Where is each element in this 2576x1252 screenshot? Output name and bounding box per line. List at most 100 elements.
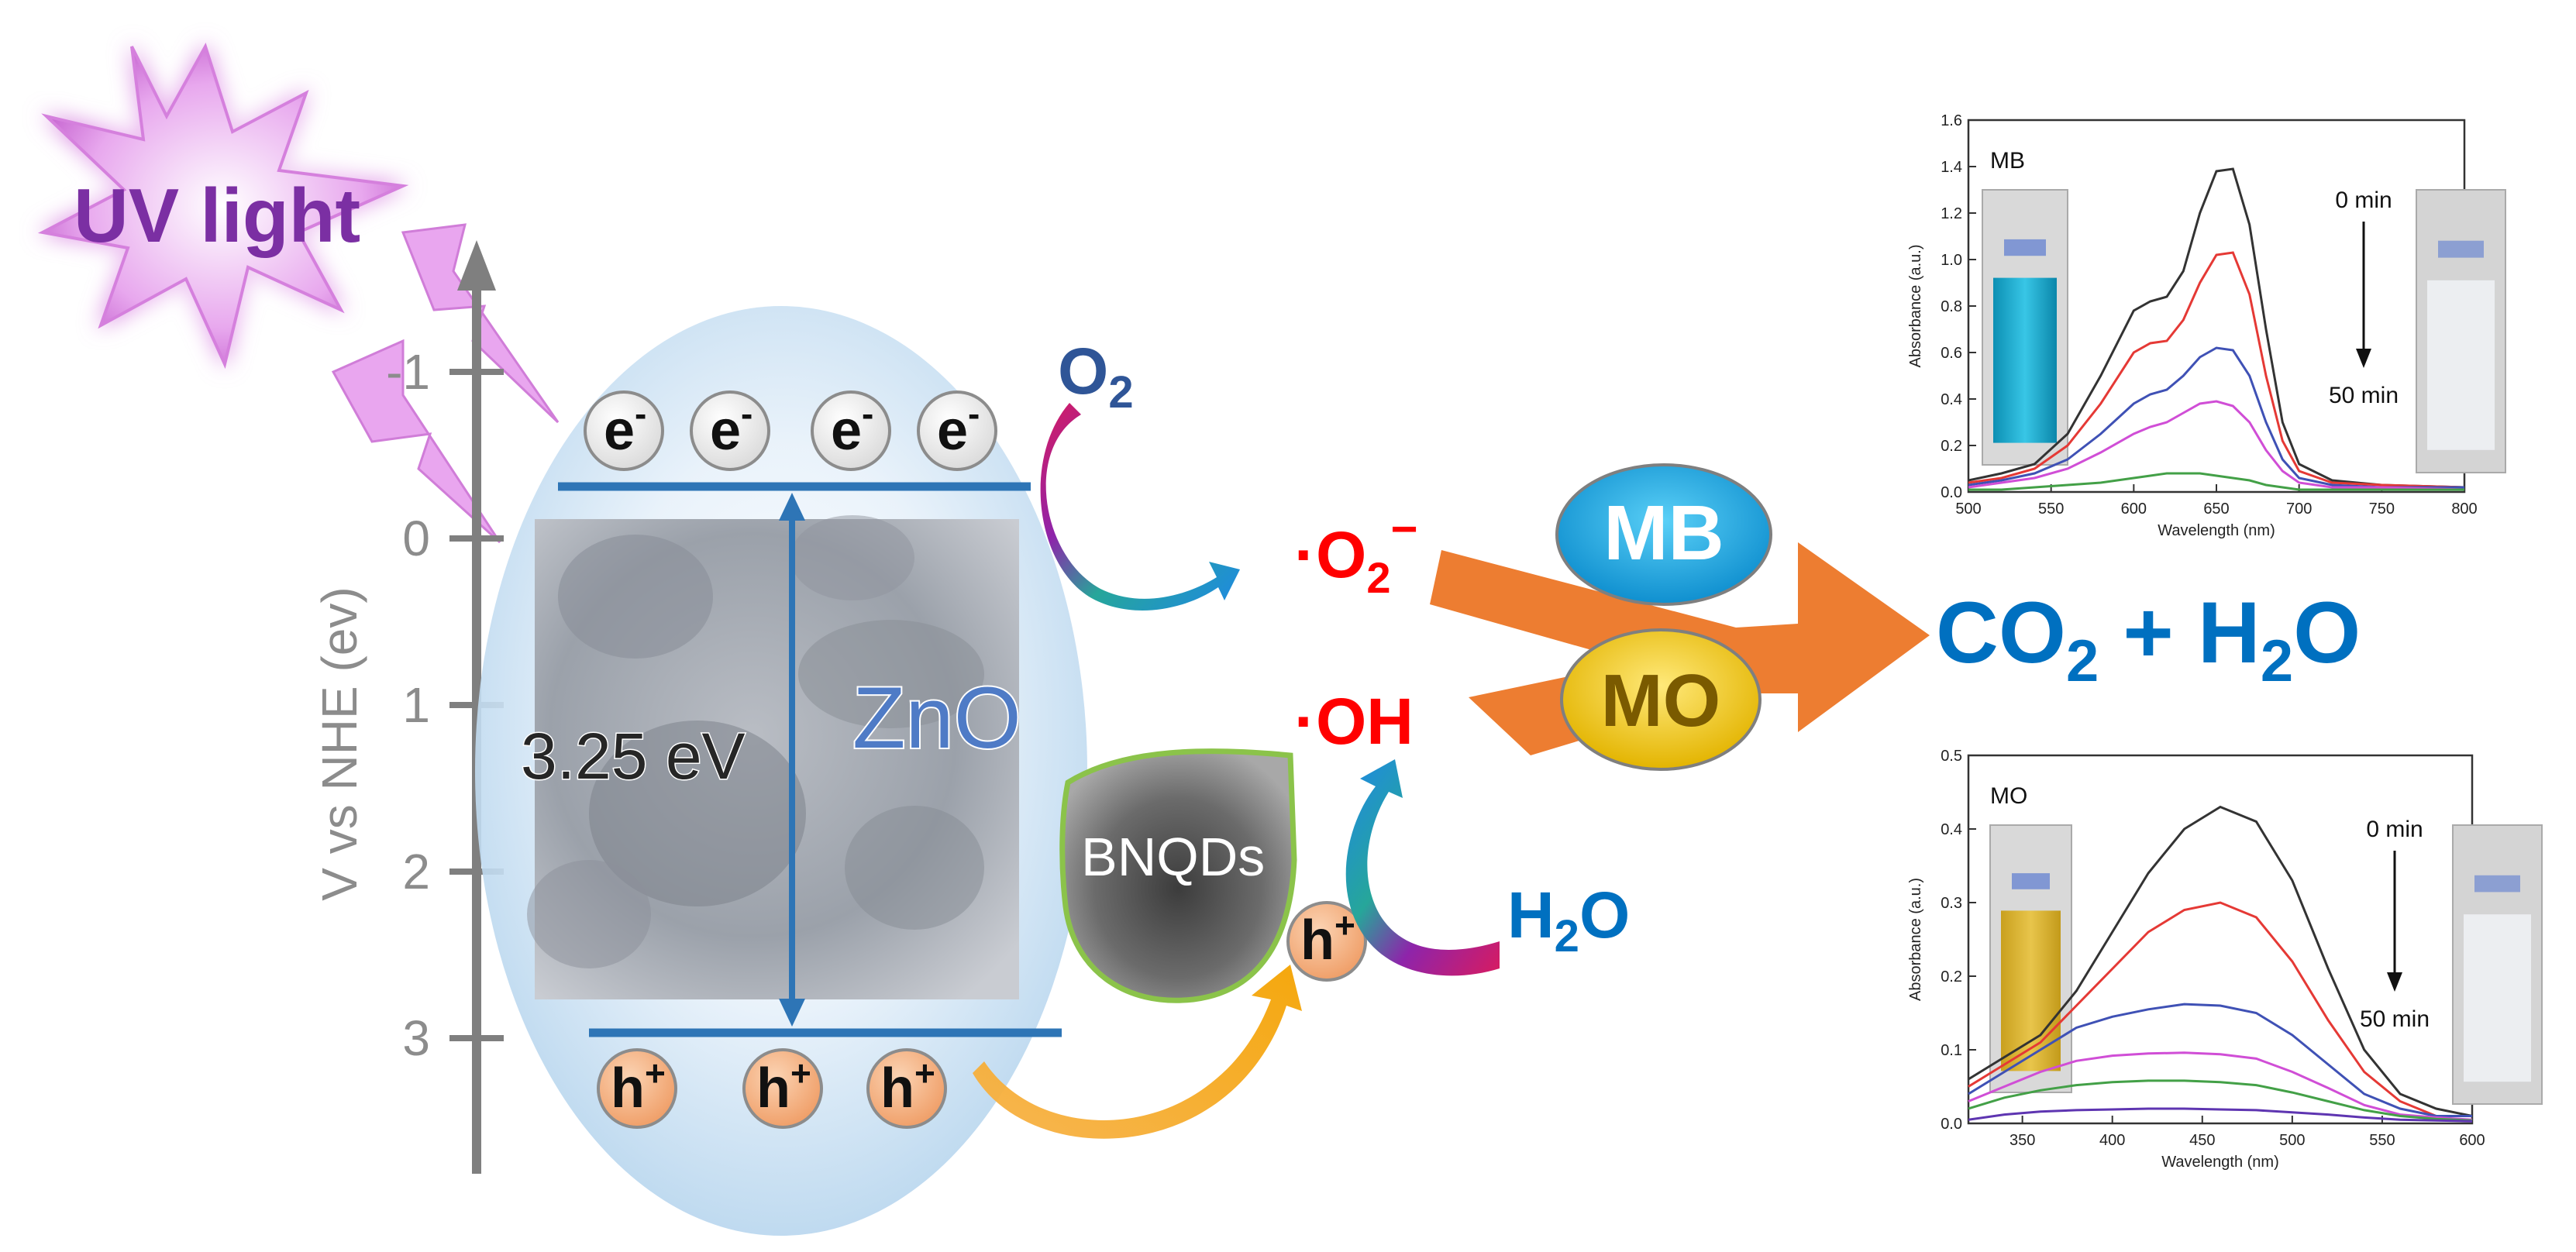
- electron-label: e-: [831, 394, 873, 462]
- axis-tick-label: -1: [386, 344, 430, 400]
- y-tick-label: 0.6: [1941, 345, 1962, 362]
- hole-label: h+: [611, 1053, 666, 1120]
- y-tick-label: 0.8: [1941, 298, 1962, 315]
- y-axis-label: Absorbance (a.u.): [1907, 245, 1924, 368]
- x-tick-label: 800: [2451, 500, 2477, 518]
- electron-circle: [917, 390, 997, 471]
- axis-label: V vs NHE (ev): [312, 586, 367, 900]
- x-tick-label: 600: [2121, 500, 2147, 518]
- electron-circle: [811, 390, 891, 471]
- chart-panel-label: MB: [1990, 148, 2025, 174]
- y-tick-label: 1.0: [1941, 252, 1962, 269]
- axis-tick-label: 3: [402, 1010, 430, 1066]
- hole-circle: [742, 1048, 823, 1129]
- mo-label: MO: [1601, 659, 1721, 742]
- chart-series-line-3: [1968, 1003, 2472, 1117]
- time-arrow-head: [2387, 972, 2402, 992]
- cuvette-after-liquid: [2427, 280, 2495, 450]
- mo-dye-oval: MO: [1560, 628, 1762, 771]
- chart-series-line-1: [1968, 805, 2473, 1117]
- zno-tem-image: [527, 515, 1019, 999]
- hole-group: h+ h+ h+: [597, 1048, 947, 1129]
- axis-tick-label: 0: [402, 511, 430, 566]
- cuvette-label-marks: [2012, 873, 2050, 889]
- electron-circle: [584, 390, 664, 471]
- time-start-label: 0 min: [2335, 187, 2392, 213]
- y-axis-label: Absorbance (a.u.): [1907, 878, 1924, 1001]
- bnqd-hole: h+: [1286, 901, 1367, 982]
- chart-series-line-1: [1968, 167, 2465, 489]
- uv-starburst-shape: [37, 42, 409, 370]
- time-end-label: 50 min: [2329, 383, 2399, 408]
- hole-circle: [597, 1048, 677, 1129]
- hole-label: h+: [880, 1053, 935, 1120]
- axis-arrowhead: [457, 240, 496, 291]
- axis-tick-label: 1: [402, 677, 430, 733]
- x-tick-label: 600: [2459, 1132, 2485, 1149]
- cuvette-after-liquid: [2464, 914, 2531, 1082]
- y-tick-label: 0.1: [1941, 1042, 1962, 1059]
- x-tick-label: 400: [2099, 1132, 2125, 1149]
- chart-series-line-4: [1968, 1051, 2473, 1121]
- h2o-label: H2O: [1507, 879, 1630, 961]
- water-oxidation-arrow: [1345, 759, 1500, 976]
- x-tick-label: 650: [2203, 500, 2229, 518]
- x-tick-label: 450: [2189, 1132, 2215, 1149]
- uv-light-label: UV light: [74, 173, 360, 258]
- y-tick-label: 1.2: [1941, 205, 1962, 222]
- time-end-label: 50 min: [2360, 1006, 2430, 1032]
- electron-label: e-: [937, 394, 980, 462]
- y-tick-label: 0.2: [1941, 968, 1962, 985]
- energy-axis: -1 0 1 2 3 V vs NHE (ev): [312, 240, 504, 1174]
- chart-series-line-5: [1968, 472, 2464, 491]
- hole-transfer-arrow: [973, 965, 1302, 1139]
- cuvette-before-liquid: [1993, 277, 2057, 443]
- cuvette-label-marks: [2474, 875, 2520, 893]
- y-tick-label: 0.5: [1941, 748, 1962, 765]
- y-tick-label: 0.3: [1941, 895, 1962, 912]
- x-tick-label: 750: [2369, 500, 2395, 518]
- x-tick-label: 550: [2038, 500, 2064, 518]
- band-gap-label: 3.25 eV: [521, 720, 746, 793]
- chart-series-line-4: [1968, 400, 2465, 491]
- o2-reduction-arrow: [1040, 403, 1240, 611]
- mb-dye-oval: MB: [1555, 463, 1772, 606]
- y-tick-label: 1.4: [1941, 159, 1962, 176]
- chart-series-line-6: [1968, 1107, 2473, 1123]
- products-label: CO2 + H2O: [1936, 584, 2361, 694]
- x-axis-label: Wavelength (nm): [2161, 1154, 2279, 1171]
- electron-circle: [690, 390, 770, 471]
- y-tick-label: 1.6: [1941, 112, 1962, 129]
- chart-panel-label: MO: [1990, 783, 2027, 809]
- chart-series-line-2: [1968, 251, 2465, 489]
- time-arrow-head: [2356, 349, 2371, 368]
- x-tick-label: 500: [2279, 1132, 2305, 1149]
- y-tick-label: 0.4: [1941, 391, 1962, 408]
- electron-label: e-: [604, 394, 646, 462]
- hole-label: h+: [756, 1053, 811, 1120]
- x-tick-label: 700: [2286, 500, 2312, 518]
- hydroxyl-radical-label: ·OH: [1294, 685, 1414, 758]
- y-tick-label: 0.4: [1941, 821, 1962, 838]
- band-gap-arrow: [779, 493, 805, 1027]
- time-start-label: 0 min: [2366, 817, 2423, 842]
- cuvette-label-marks: [2004, 239, 2046, 256]
- chart-series-line-5: [1968, 1079, 2473, 1122]
- bnqds-label: BNQDs: [1081, 827, 1265, 887]
- lightning-bolt-icon: [331, 339, 501, 544]
- svg-text:h+: h+: [1300, 905, 1355, 972]
- chart-series-line-3: [1968, 346, 2464, 489]
- superoxide-radical-label: ·O2−: [1294, 503, 1418, 602]
- electron-group: e-e-e-e-: [584, 390, 997, 471]
- bnqd-particle: BNQDs: [1059, 748, 1297, 1003]
- axis-tick-label: 2: [402, 844, 430, 899]
- x-tick-label: 350: [2009, 1132, 2035, 1149]
- o2-label: O2: [1058, 335, 1134, 418]
- electron-label: e-: [710, 394, 752, 462]
- y-tick-label: 0.0: [1941, 1116, 1962, 1133]
- y-tick-label: 0.0: [1941, 484, 1962, 501]
